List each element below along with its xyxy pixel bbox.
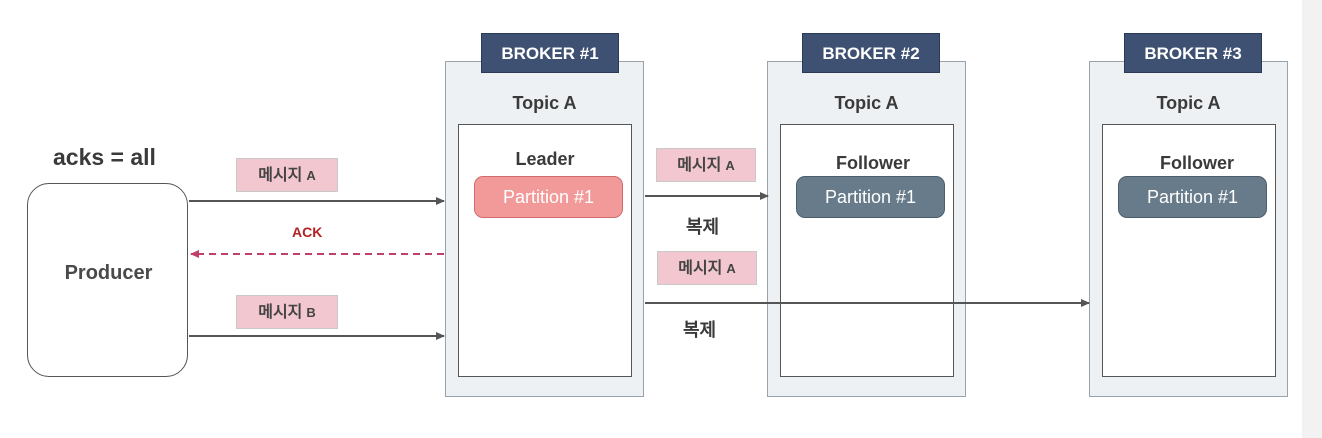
ack-label: ACK [292,224,323,240]
broker-3-role: Follower [1159,153,1234,173]
message-suffix: A [726,261,736,276]
broker-2-partition-area [780,124,954,377]
producer-box: Producer [27,183,188,377]
message-text: 메시지 [678,260,723,277]
right-edge-strip [1302,0,1322,438]
broker-2-header: BROKER #2 [802,33,940,73]
broker-3-header: BROKER #3 [1124,33,1262,73]
message-suffix: B [306,305,316,320]
message-suffix: A [725,158,735,173]
producer-label: Producer [64,262,153,284]
broker-1-leader-partition: Partition #1 [474,176,623,218]
broker-2-topic: Topic A [834,93,899,113]
message-text: 메시지 [258,304,303,321]
broker-1-role: Leader [515,149,575,169]
replicate-label-2: 복제 [683,320,717,340]
acks-config-label: acks = all [53,144,156,170]
message-suffix: A [306,168,316,183]
broker-3-partition-area [1102,124,1276,377]
broker-1-partition-area [458,124,632,377]
broker-2-role: Follower [835,153,910,173]
broker-3-topic: Topic A [1156,93,1221,113]
broker-3-follower-partition: Partition #1 [1118,176,1267,218]
broker-1-topic: Topic A [512,93,577,113]
broker-2-follower-partition: Partition #1 [796,176,945,218]
replicate-label-1: 복제 [686,217,720,237]
broker-1-header: BROKER #1 [481,33,619,73]
message-text: 메시지 [258,167,303,184]
message-text: 메시지 [677,157,722,174]
